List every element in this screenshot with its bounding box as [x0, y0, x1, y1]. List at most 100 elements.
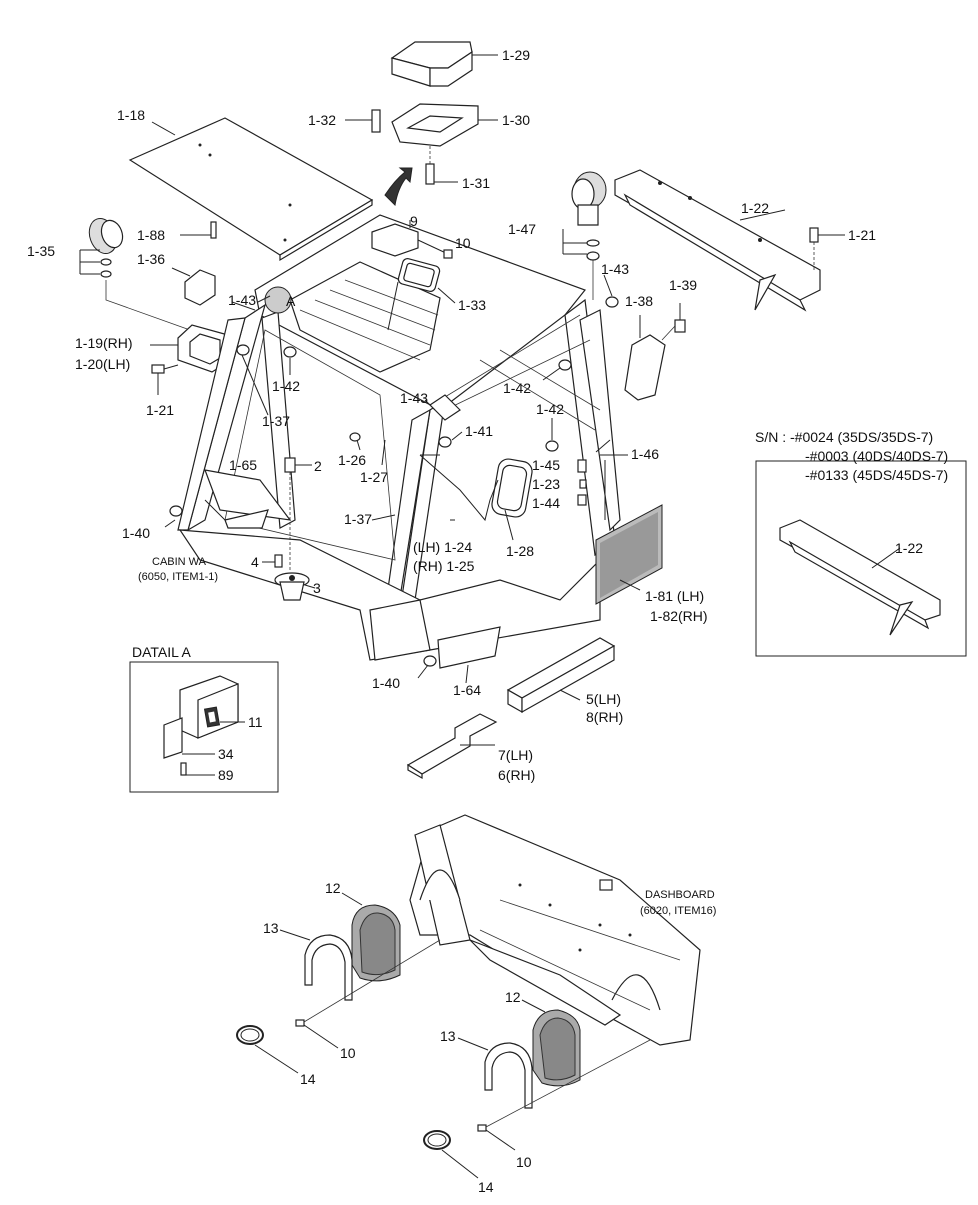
- side-mirror-1-28: [419, 454, 533, 522]
- label-7: 7(LH): [498, 747, 533, 763]
- label-10-right: 10: [516, 1154, 532, 1170]
- label-11: 11: [248, 714, 263, 730]
- label-1-45: 1-45: [532, 457, 560, 473]
- rail-1-22: [614, 169, 821, 312]
- pad-1-65: [224, 509, 269, 529]
- label-10-left: 10: [340, 1045, 356, 1061]
- bracket-1-29: [390, 41, 498, 87]
- label-a: A: [286, 293, 296, 309]
- screw-10-left: [295, 939, 441, 1049]
- grommets: [169, 296, 619, 667]
- label-1-25: (RH) 1-25: [413, 558, 475, 574]
- bracket-1-30: [391, 103, 498, 147]
- label-1-23: 1-23: [532, 476, 560, 492]
- label-1-64: 1-64: [453, 682, 481, 698]
- label-10-top: 10: [455, 235, 471, 251]
- label-1-22: 1-22: [741, 200, 769, 216]
- label-1-31: 1-31: [462, 175, 490, 191]
- label-9: 9: [410, 213, 418, 229]
- label-1-30: 1-30: [502, 112, 530, 128]
- label-1-81: 1-81 (LH): [645, 588, 704, 604]
- label-8: 8(RH): [586, 709, 623, 725]
- mirror-1-33: [387, 258, 456, 331]
- bolt-1-32: [345, 109, 381, 133]
- cabin-note-1: CABIN WA: [152, 556, 207, 568]
- label-1-39: 1-39: [669, 277, 697, 293]
- dashboard-note-2: (6020, ITEM16): [640, 905, 716, 917]
- label-14-right: 14: [478, 1179, 494, 1195]
- label-1-38: 1-38: [625, 293, 653, 309]
- serial-note-1: S/N : -#0024 (35DS/35DS-7): [755, 429, 933, 445]
- label-1-18: 1-18: [117, 107, 145, 123]
- screw-10-right: [477, 1039, 651, 1151]
- label-5: 5(LH): [586, 691, 621, 707]
- label-13-left: 13: [263, 920, 279, 936]
- bolt-2: [284, 457, 312, 570]
- label-34: 34: [218, 746, 234, 762]
- bolt-1-31: [425, 146, 458, 185]
- foam-7: [406, 713, 498, 780]
- label-4: 4: [251, 554, 259, 570]
- work-light-1-47: [562, 171, 607, 300]
- cabin-note-2: (6050, ITEM1-1): [138, 571, 218, 583]
- cabin-frame: [177, 214, 621, 661]
- bolt-4: [262, 554, 283, 568]
- detail-a-marker: A: [264, 286, 296, 314]
- label-13-right: 13: [440, 1028, 456, 1044]
- boot-12-right: [521, 999, 581, 1087]
- u-bracket-13-left: [279, 929, 353, 1001]
- light-bracket-1-19: [150, 324, 229, 373]
- label-1-42-left: 1-42: [272, 378, 300, 394]
- label-1-88: 1-88: [137, 227, 165, 243]
- label-1-24: (LH) 1-24: [413, 539, 472, 555]
- label-1-32: 1-32: [308, 112, 336, 128]
- clamp-14-left: [236, 1025, 299, 1074]
- leader-lines: [164, 274, 641, 746]
- label-1-43-right: 1-43: [601, 261, 629, 277]
- part-labels: 1-29 1-30 1-32 1-31 1-18 1-88 9 10 1-35 …: [27, 47, 876, 1195]
- label-1-37-center: 1-37: [344, 511, 372, 527]
- label-1-21-left: 1-21: [146, 402, 174, 418]
- label-1-41: 1-41: [465, 423, 493, 439]
- mesh-screen-1-81: [595, 504, 663, 605]
- label-89: 89: [218, 767, 234, 783]
- label-1-21-right: 1-21: [848, 227, 876, 243]
- label-1-29: 1-29: [502, 47, 530, 63]
- label-1-42-right-a: 1-42: [503, 380, 531, 396]
- reference-notes: CABIN WA (6050, ITEM1-1) DASHBOARD (6020…: [132, 429, 948, 917]
- label-2: 2: [314, 458, 322, 474]
- module-9: [371, 220, 453, 259]
- label-1-27: 1-27: [360, 469, 388, 485]
- label-1-65: 1-65: [229, 457, 257, 473]
- u-bracket-13-right: [457, 1037, 533, 1109]
- boot-12-left: [341, 892, 401, 982]
- bolt-1-21-right: [809, 227, 845, 270]
- label-12-right: 12: [505, 989, 521, 1005]
- label-1-37-left: 1-37: [262, 413, 290, 429]
- label-1-46: 1-46: [631, 446, 659, 462]
- label-1-28: 1-28: [506, 543, 534, 559]
- roof-panel-1-18: [128, 117, 374, 262]
- label-1-42-right-b: 1-42: [536, 401, 564, 417]
- bolt-1-39: [661, 303, 686, 341]
- detail-a-box: [129, 661, 279, 793]
- label-1-19: 1-19(RH): [75, 335, 133, 351]
- pad-1-64: [437, 626, 501, 669]
- label-3: 3: [313, 580, 321, 596]
- detail-a-title: DATAIL A: [132, 644, 192, 660]
- foam-5: [506, 637, 616, 714]
- label-1-40-left: 1-40: [122, 525, 150, 541]
- label-1-43-left: 1-43: [228, 292, 256, 308]
- label-12-left: 12: [325, 880, 341, 896]
- serial-note-3: -#0133 (45DS/45DS-7): [805, 467, 948, 483]
- label-1-36: 1-36: [137, 251, 165, 267]
- label-1-82: 1-82(RH): [650, 608, 708, 624]
- label-1-20: 1-20(LH): [75, 356, 130, 372]
- clamp-14-right: [423, 1130, 479, 1179]
- label-1-44: 1-44: [532, 495, 560, 511]
- serial-note-2: -#0003 (40DS/40DS-7): [805, 448, 948, 464]
- label-1-43-center: 1-43: [400, 390, 428, 406]
- label-1-35: 1-35: [27, 243, 55, 259]
